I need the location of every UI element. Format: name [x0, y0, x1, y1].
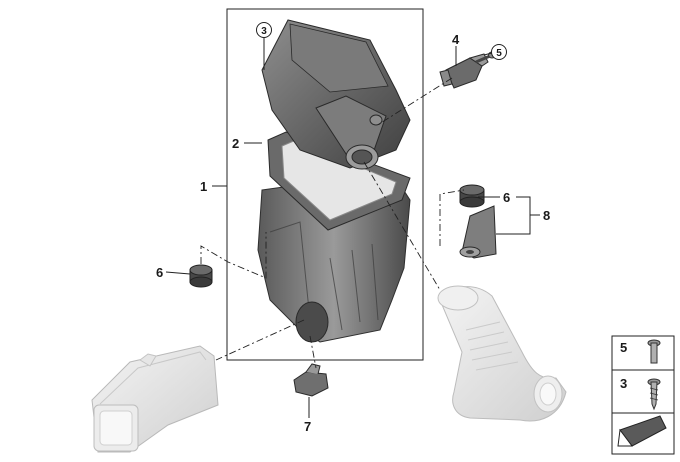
callout-5: 5 [496, 48, 502, 59]
mounting-bracket [459, 205, 497, 259]
callout-labels: 1 2 3 4 5 6 6 7 8 [156, 22, 550, 434]
rubber-mount-right [459, 184, 485, 208]
direction-arrow-icon [617, 415, 667, 447]
air-filter-housing [257, 19, 411, 343]
bolt-icon [647, 339, 661, 364]
retaining-clip [293, 363, 329, 397]
intake-duct-ghost [91, 345, 219, 453]
intake-hose-ghost [437, 285, 567, 422]
alignment-lines [200, 40, 465, 369]
legend-label-3: 3 [620, 376, 627, 391]
callout-6-right: 6 [503, 190, 510, 205]
callout-7: 7 [304, 419, 311, 434]
callout-1: 1 [200, 179, 207, 194]
callout-3: 3 [261, 26, 267, 37]
callout-8: 8 [543, 208, 550, 223]
assembly-frame [226, 8, 424, 361]
legend-label-5: 5 [620, 340, 627, 355]
callout-6-left: 6 [156, 265, 163, 280]
self-tapping-screw-icon [647, 378, 661, 411]
callout-4: 4 [452, 32, 460, 47]
callout-2: 2 [232, 136, 239, 151]
rubber-mount-left [189, 264, 213, 288]
leader-lines [165, 37, 540, 418]
fastener-legend: 5 3 [611, 335, 675, 455]
